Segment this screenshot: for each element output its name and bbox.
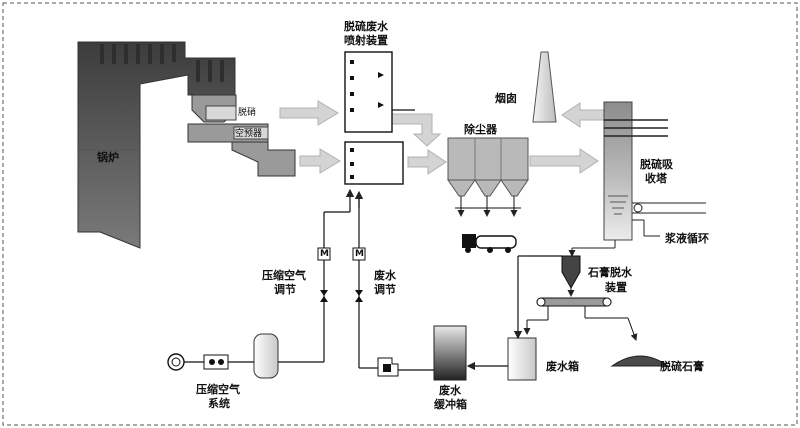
piping-network — [184, 109, 562, 371]
flue-duct — [231, 141, 296, 177]
compressor-inner — [171, 357, 181, 367]
dust-drop-lines — [455, 196, 521, 217]
flow-arrow-2 — [299, 148, 341, 174]
compressed-air-reg-label-2: 调节 — [274, 283, 296, 296]
gypsum-label: 脱硫石膏 — [660, 360, 704, 373]
flow-arrow-4 — [407, 149, 447, 175]
slurry-circulation-label: 浆液循环 — [665, 232, 709, 245]
filter-dot — [209, 359, 215, 365]
air-preheater-label: 空预器 — [235, 129, 263, 139]
denox-label-box — [205, 105, 237, 121]
dust-collector-hoppers — [447, 179, 529, 197]
air-valve-mark: M — [320, 249, 329, 259]
belt-roller-right — [602, 297, 612, 307]
dewater-pipes — [523, 306, 638, 341]
hydrocyclone — [561, 255, 581, 290]
desulf-tower-label-2: 收塔 — [645, 172, 667, 185]
dust-collector-label: 除尘器 — [464, 123, 497, 136]
gypsum-dewater-label-2: 装置 — [605, 281, 627, 294]
air-preheater-label-box — [233, 126, 269, 140]
compressed-air-tank — [253, 333, 279, 379]
desulf-tower-label-1: 脱硫吸 — [640, 158, 673, 171]
pump-body — [383, 364, 391, 372]
wastewater-reg-label-1: 废水 — [374, 269, 396, 282]
gypsum-dewater-label-1: 石膏脱水 — [588, 266, 632, 279]
air-control-valve — [317, 247, 331, 261]
flow-arrow-5 — [529, 148, 599, 174]
air-filter — [203, 354, 229, 370]
wastewater-valve-mark: M — [355, 249, 364, 259]
boiler-top-comb — [100, 44, 224, 82]
wastewater-tank-label: 废水箱 — [546, 360, 579, 373]
boiler-body — [77, 41, 236, 249]
desulf-tower — [603, 101, 633, 241]
spray-device-label-2: 喷射装置 — [344, 34, 388, 47]
flow-arrow-1 — [279, 100, 339, 126]
dust-collector-body — [447, 137, 529, 181]
truck-icon — [462, 234, 517, 253]
boiler-label: 锅炉 — [97, 151, 119, 164]
denox-label: 脱硝 — [238, 108, 257, 118]
compressed-air-sys-label-2: 系统 — [208, 397, 230, 410]
tower-internal-lines — [608, 195, 628, 215]
wastewater-control-valve — [352, 247, 366, 261]
spray-device-lower — [344, 141, 404, 185]
chimney-stack — [532, 51, 557, 123]
buffer-tank-label-2: 缓冲箱 — [434, 398, 467, 411]
compressor-icon — [167, 353, 185, 371]
flow-arrow-3 — [391, 113, 442, 147]
vacuum-belt — [536, 297, 612, 307]
wastewater-tank — [507, 337, 537, 381]
check-valves — [320, 290, 363, 302]
buffer-tank-label-1: 废水 — [439, 384, 461, 397]
spray-device-label-1: 脱硫废水 — [344, 20, 388, 33]
tower-spray-headers — [604, 119, 668, 137]
compressed-air-sys-label-1: 压缩空气 — [196, 383, 240, 396]
filter-dot — [218, 359, 224, 365]
tower-circulation-pipes — [568, 202, 706, 257]
buffer-tank — [433, 325, 467, 381]
chimney-label: 烟囱 — [495, 92, 517, 105]
flow-arrow-6 — [561, 102, 605, 128]
spray-nozzles-upper — [350, 60, 384, 112]
gypsum-pile — [610, 355, 670, 367]
wastewater-reg-label-2: 调节 — [374, 283, 396, 296]
compressed-air-reg-label-1: 压缩空气 — [262, 269, 306, 282]
belt-roller-left — [536, 297, 546, 307]
spray-nozzles-lower — [350, 148, 354, 179]
